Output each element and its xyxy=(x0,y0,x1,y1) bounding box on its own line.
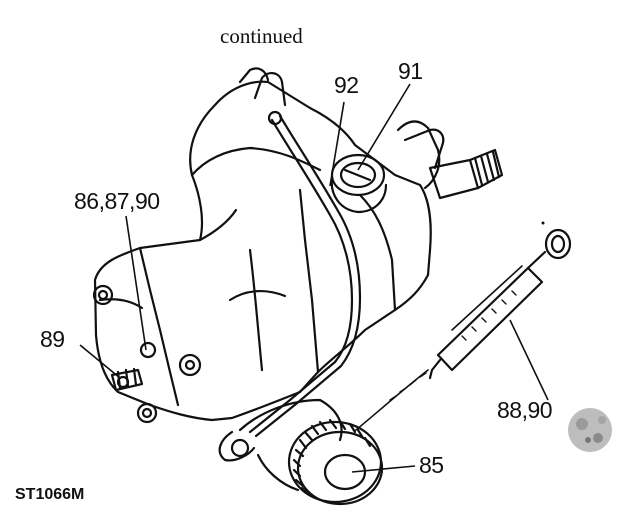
callout-89: 89 xyxy=(40,326,65,352)
leader-92 xyxy=(329,101,345,187)
spring-balance xyxy=(428,228,572,380)
top-filler-ring xyxy=(330,153,388,214)
pull-wheel xyxy=(287,418,384,506)
callout-92: 92 xyxy=(334,72,359,98)
callout-88-90: 88,90 xyxy=(497,397,553,423)
leader-89 xyxy=(79,344,121,379)
callout-85: 85 xyxy=(419,452,444,478)
leader-86-87-90 xyxy=(125,215,147,351)
figure-code: ST1066M xyxy=(15,486,85,503)
continued-heading: continued xyxy=(220,24,303,48)
cord xyxy=(355,369,429,431)
callout-86-87-90: 86,87,90 xyxy=(74,188,160,214)
leader-88-90 xyxy=(509,319,549,401)
adjuster-screw-locknut xyxy=(110,367,144,392)
print-smudge xyxy=(568,408,612,452)
leader-91 xyxy=(357,83,411,171)
callout-91: 91 xyxy=(398,58,423,84)
input-shaft xyxy=(403,128,504,200)
stray-dot xyxy=(541,221,545,225)
leader-85 xyxy=(351,465,416,473)
housing-bolts xyxy=(92,284,202,424)
oil-feed-pipe xyxy=(218,110,362,462)
lower-gear-housing xyxy=(238,398,343,492)
